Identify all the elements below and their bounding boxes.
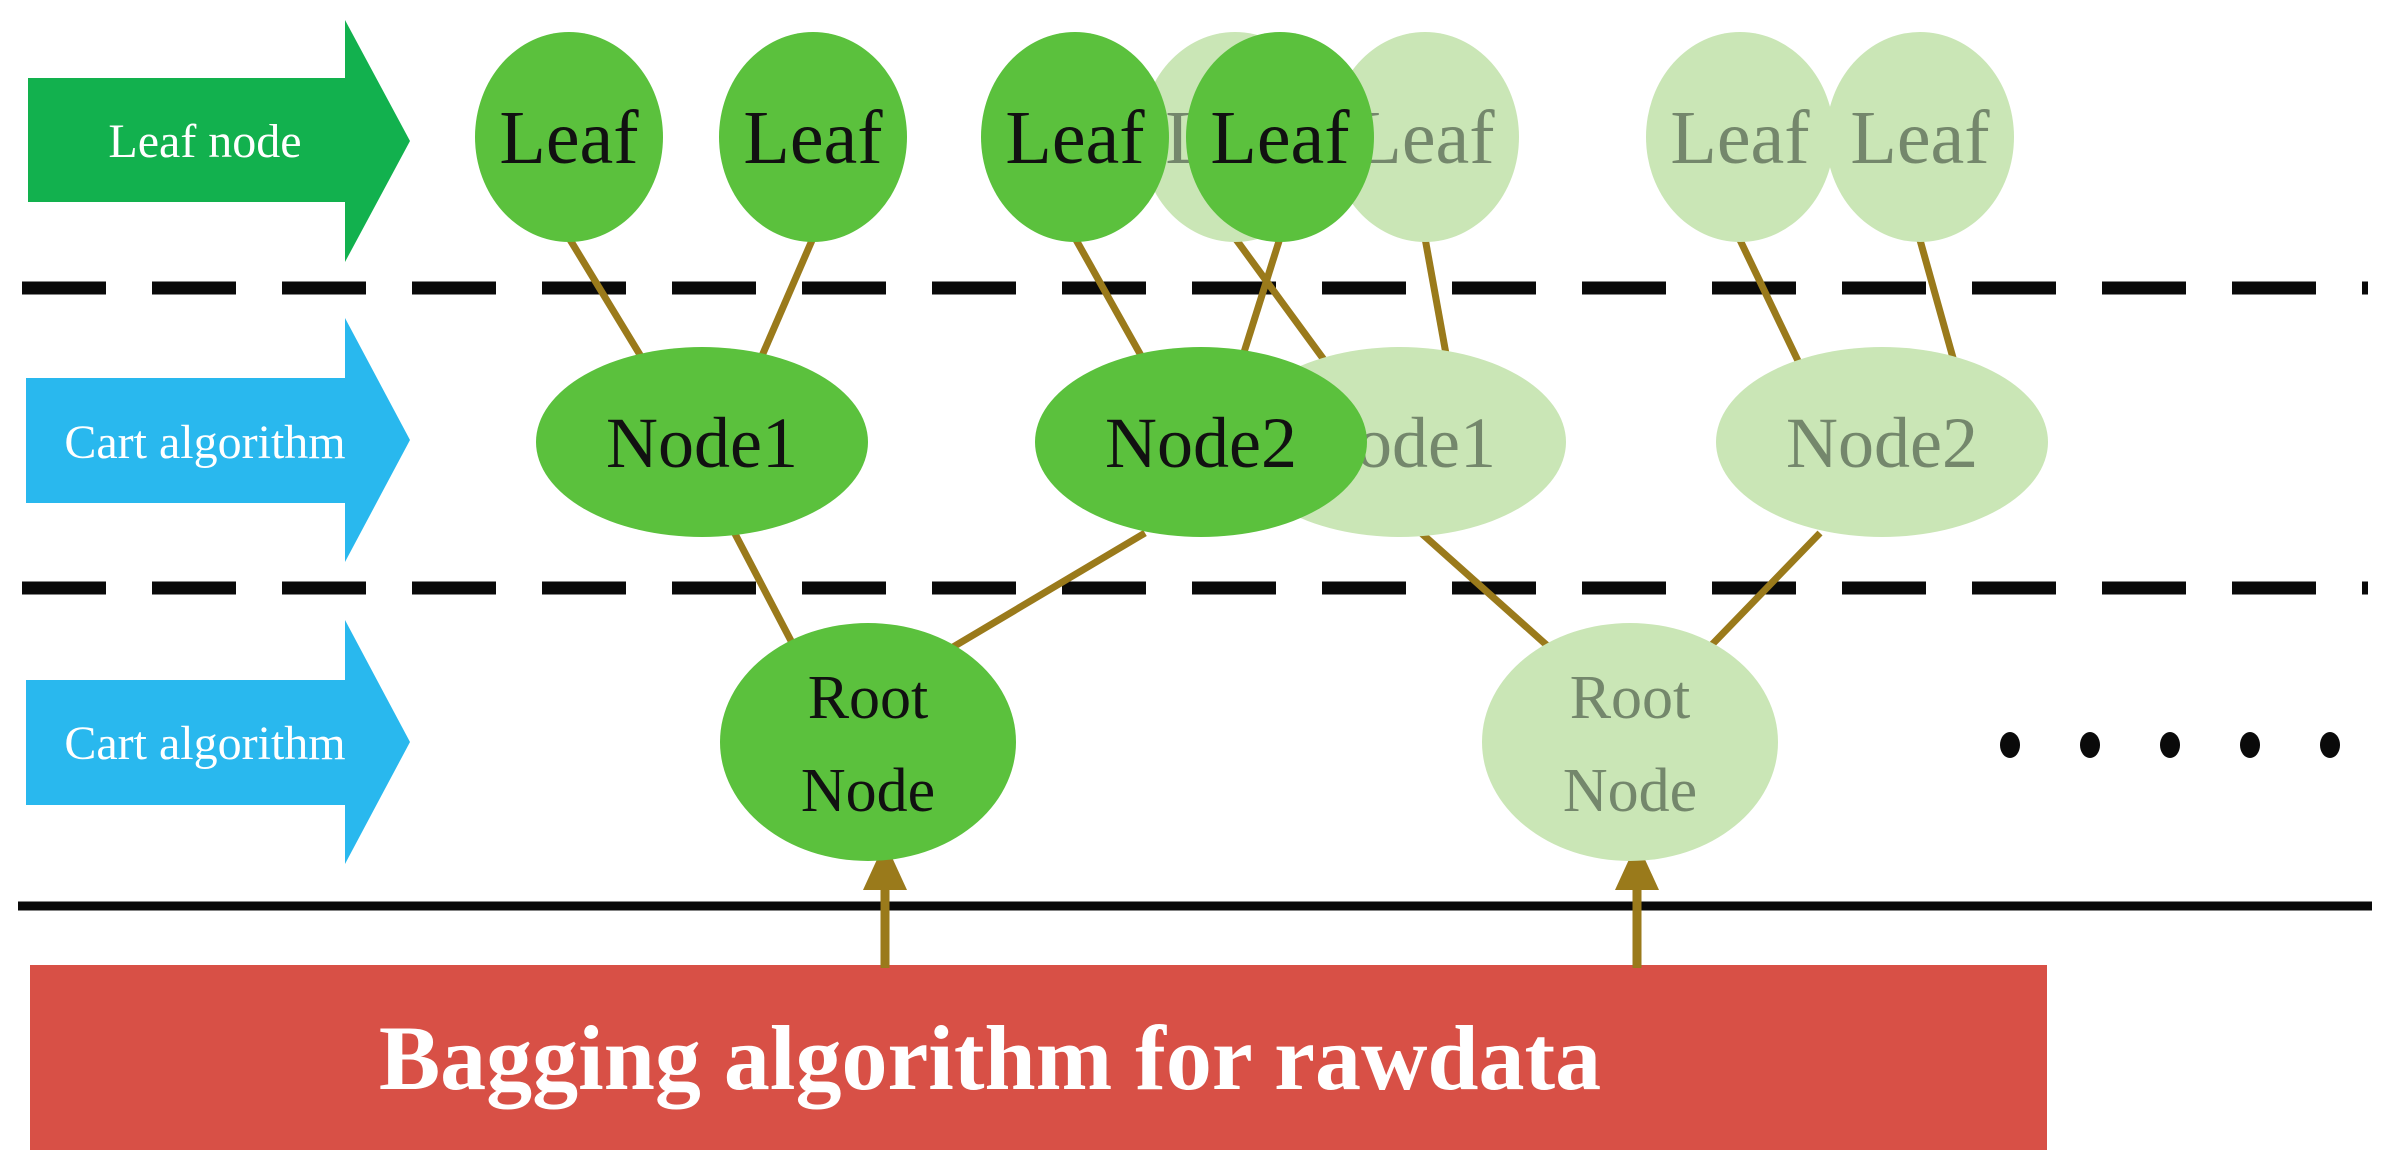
row-label-cart-algorithm-bottom: Cart algorithm bbox=[26, 620, 410, 864]
row-label-text: Cart algorithm bbox=[64, 416, 345, 469]
root-node-ellipse bbox=[1482, 623, 1778, 861]
row-label-leaf-node: Leaf node bbox=[28, 20, 410, 262]
up-arrow-head-icon bbox=[1615, 842, 1659, 890]
leaf-node-ellipse bbox=[1826, 32, 2014, 242]
leaf-node-ellipse bbox=[475, 32, 663, 242]
connector bbox=[1697, 530, 1823, 660]
connector bbox=[1232, 235, 1333, 371]
decision-node-ellipse bbox=[536, 347, 868, 537]
up-arrow-head-icon bbox=[863, 842, 907, 890]
leaf-node-ellipse bbox=[719, 32, 907, 242]
leaf-node-ellipse bbox=[1646, 32, 1834, 242]
more-trees-ellipsis bbox=[2000, 732, 2340, 758]
connector bbox=[1421, 237, 1452, 366]
banner-to-root-arrow-primary bbox=[863, 842, 907, 968]
connector bbox=[566, 236, 651, 370]
row-label-text: Cart algorithm bbox=[64, 717, 345, 770]
leaf-node-ellipse bbox=[1186, 32, 1374, 242]
right-block-arrow-icon bbox=[26, 318, 410, 562]
connector bbox=[1071, 236, 1152, 370]
root-node-label-line2: Node bbox=[1563, 757, 1697, 825]
connector bbox=[1236, 236, 1284, 367]
banner-background bbox=[30, 965, 2047, 1150]
connector bbox=[754, 236, 817, 367]
ellipsis-dot bbox=[2000, 732, 2020, 758]
decision-node-label: Node1 bbox=[606, 403, 798, 483]
leaf-node-label: Leaf bbox=[1005, 96, 1145, 180]
decision-node-label: Node2 bbox=[1786, 403, 1978, 483]
root-node-label-line2: Node bbox=[801, 757, 935, 825]
connector bbox=[946, 529, 1147, 654]
leaf-node-ellipse bbox=[1331, 32, 1519, 242]
banner: Bagging algorithm for rawdata bbox=[30, 965, 2047, 1150]
connector bbox=[729, 528, 804, 660]
leaf-node-label: Leaf bbox=[1355, 96, 1495, 180]
tree-primary-bright: Leaf Leaf Leaf Leaf Node1 Node2 Root Nod… bbox=[475, 32, 1374, 861]
row-label-cart-algorithm-middle: Cart algorithm bbox=[26, 318, 410, 562]
root-node-label-line1: Root bbox=[808, 664, 929, 732]
root-node-ellipse bbox=[720, 623, 1016, 861]
root-node-label-line1: Root bbox=[1570, 664, 1691, 732]
row-label-text: Leaf node bbox=[108, 115, 301, 168]
leaf-node-ellipse bbox=[981, 32, 1169, 242]
ellipsis-dot bbox=[2160, 732, 2180, 758]
ellipsis-dot bbox=[2240, 732, 2260, 758]
leaf-node-label: Leaf bbox=[1210, 96, 1350, 180]
decision-node-ellipse bbox=[1035, 347, 1367, 537]
separator-lines bbox=[18, 281, 2372, 911]
connector bbox=[1916, 239, 1959, 366]
right-block-arrow-icon bbox=[26, 620, 410, 864]
leaf-node-label: Leaf bbox=[1670, 96, 1810, 180]
connector bbox=[1417, 529, 1563, 660]
leaf-node-label: Leaf bbox=[499, 96, 639, 180]
ellipsis-dot bbox=[2320, 732, 2340, 758]
leaf-node-label: Leaf bbox=[743, 96, 883, 180]
decision-node-label: Node2 bbox=[1105, 403, 1297, 483]
right-block-arrow-icon bbox=[28, 20, 410, 262]
banner-label: Bagging algorithm for rawdata bbox=[379, 1007, 1601, 1109]
connector bbox=[1736, 238, 1804, 367]
leaf-node-label: Leaf bbox=[1850, 96, 1990, 180]
decision-node-ellipse bbox=[1716, 347, 2048, 537]
banner-to-root-arrow-secondary bbox=[1615, 842, 1659, 968]
ellipsis-dot bbox=[2080, 732, 2100, 758]
